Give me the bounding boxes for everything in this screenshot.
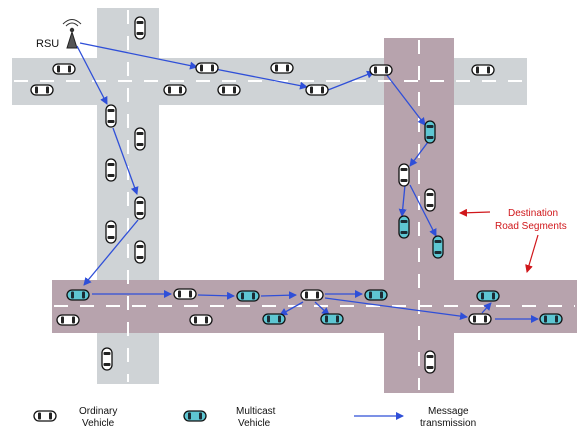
destination-annotation: Destination Road Segments [460,208,567,272]
legend-ordinary-label: Ordinary [79,406,117,417]
ordinary-vehicle [425,351,435,373]
multicast-vehicle [321,314,343,324]
ordinary-vehicle [135,241,145,263]
multicast-vehicle [425,121,435,143]
ordinary-vehicle [271,63,293,73]
ordinary-vehicle [469,314,491,324]
ordinary-vehicle [164,85,186,95]
ordinary-vehicle [218,85,240,95]
multicast-vehicle [365,290,387,300]
legend-multicast-label: Multicast [236,406,276,417]
ordinary-vehicle [306,85,328,95]
ordinary-vehicle [106,105,116,127]
rsu: RSU [36,20,81,51]
multicast-vehicle [540,314,562,324]
ordinary-vehicle [301,290,323,300]
ordinary-vehicle [31,85,53,95]
legend-multicast-label-line2: Vehicle [238,418,271,429]
multicast-vehicle [433,236,443,258]
ordinary-vehicle [53,64,75,74]
ordinary-vehicle [196,63,218,73]
ordinary-vehicle [102,348,112,370]
legend-ordinary-label-line2: Vehicle [82,418,115,429]
ordinary-vehicle [135,197,145,219]
legend-multicast-vehicle-icon [184,411,206,421]
rsu-label: RSU [36,38,59,50]
ordinary-vehicle [106,159,116,181]
ordinary-vehicle [57,315,79,325]
ordinary-vehicle [370,65,392,75]
ordinary-vehicle [135,17,145,39]
multicast-vehicle [67,290,89,300]
multicast-vehicle [263,314,285,324]
multicast-vehicle [399,216,409,238]
ordinary-vehicle [135,128,145,150]
ordinary-vehicle [106,221,116,243]
legend-message-label-line2: transmission [420,418,476,429]
destination-label-line2: Road Segments [495,221,567,232]
ordinary-vehicle [399,164,409,186]
destination-arrow [460,212,490,213]
ordinary-vehicle [174,289,196,299]
legend: Ordinary Vehicle Multicast Vehicle Messa… [34,406,476,429]
ordinary-vehicle [425,189,435,211]
multicast-vehicle [477,291,499,301]
ordinary-vehicle [190,315,212,325]
rsu-tower-icon [63,20,81,49]
legend-message-label: Message [428,406,469,417]
destination-label: Destination [508,208,558,219]
legend-ordinary-vehicle-icon [34,411,56,421]
multicast-vehicle [237,291,259,301]
ordinary-vehicle [472,65,494,75]
destination-arrow [527,235,538,272]
